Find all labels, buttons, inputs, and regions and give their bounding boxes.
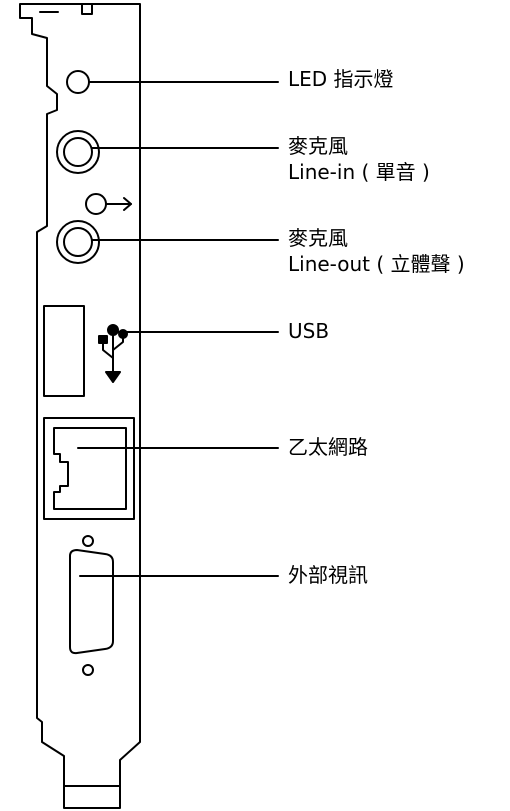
- ethernet-port-frame[interactable]: [43, 417, 135, 520]
- led-label: LED 指示燈: [288, 66, 394, 92]
- bracket-outline: [19, 3, 141, 809]
- video-screw-bottom: [82, 664, 94, 676]
- line-out-jack-outer[interactable]: [56, 220, 100, 264]
- line-out-label-subtitle: Line-out ( 立體聲 ): [288, 252, 465, 276]
- bracket-top-notch: [81, 3, 93, 15]
- line-out-jack-inner: [63, 227, 93, 257]
- line-out-label-title: 麥克風: [288, 226, 348, 250]
- line-in-jack-inner: [63, 137, 93, 167]
- line-out-label: 麥克風 Line-out ( 立體聲 ): [288, 225, 465, 277]
- usb-label-text: USB: [288, 319, 330, 343]
- ethernet-label-text: 乙太網路: [288, 435, 368, 459]
- ethernet-label: 乙太網路: [288, 434, 368, 460]
- line-in-jack-outer[interactable]: [56, 130, 100, 174]
- line-in-label: 麥克風 Line-in ( 單音 ): [288, 133, 430, 185]
- ethernet-port-socket: [53, 427, 127, 510]
- line-in-label-title: 麥克風: [288, 134, 348, 158]
- video-screw-top: [82, 535, 94, 547]
- line-in-label-subtitle: Line-in ( 單音 ): [288, 160, 430, 184]
- bracket-top-slot: [39, 3, 59, 13]
- video-label: 外部視訊: [288, 562, 368, 588]
- usb-label: USB: [288, 318, 329, 344]
- usb-trident-icon: [98, 324, 128, 383]
- led-indicator: [66, 70, 90, 94]
- video-port[interactable]: [69, 549, 114, 655]
- video-label-text: 外部視訊: [288, 563, 368, 587]
- output-arrow-icon: [85, 193, 132, 215]
- led-label-text: LED 指示燈: [288, 67, 394, 91]
- usb-port[interactable]: [43, 305, 85, 397]
